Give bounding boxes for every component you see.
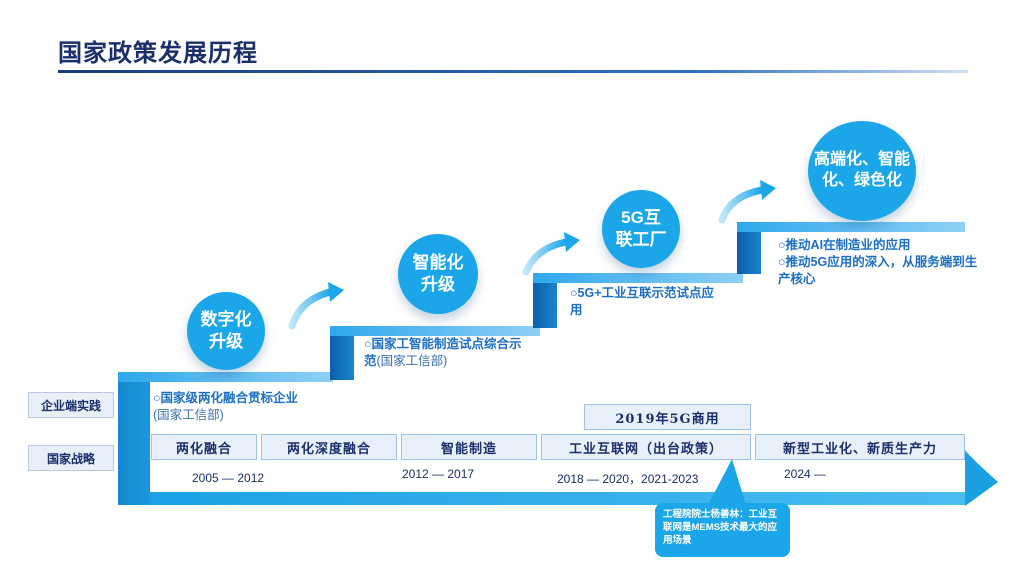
- growth-arrow-2: [522, 238, 570, 276]
- note-two-integration: ○国家级两化融合贯标企业 (国家工信部): [153, 390, 333, 424]
- note-smart-manufacturing: ○国家工智能制造试点综合示范(国家工信部): [364, 336, 534, 370]
- base-left-riser: [118, 378, 150, 505]
- year-range-4: 2024 —: [784, 467, 827, 481]
- callout-pointer: [708, 459, 746, 505]
- step-4-tread: [737, 222, 965, 232]
- side-label-national: 国家战略: [28, 445, 114, 471]
- growth-arrow-3-head: [760, 180, 776, 200]
- timeline-base-band: [118, 378, 995, 505]
- note-4-line-2: ○推动5G应用的深入，从服务端到生产核心: [778, 254, 978, 286]
- stage-box-5: 新型工业化、新质生产力: [755, 434, 965, 460]
- milestone-5g-commercial: 2019年5G商用: [584, 404, 751, 430]
- page-title: 国家政策发展历程: [58, 40, 258, 67]
- step-2-riser: [330, 332, 354, 380]
- stage-circle-digital: 数字化 升级: [187, 292, 265, 370]
- year-range-1: 2005 — 2012: [192, 471, 265, 485]
- stage-circle-high-end-label: 高端化、智能 化、绿色化: [813, 151, 910, 189]
- growth-arrow-2-head: [564, 232, 580, 252]
- growth-arrow-1: [288, 288, 334, 330]
- note-2-sub: (国家工信部): [376, 353, 448, 368]
- growth-arrow-3: [718, 186, 766, 224]
- title-underline: [58, 70, 968, 73]
- stage-box-1: 两化融合: [151, 434, 257, 460]
- stage-circle-intelligent-label: 智能化 升级: [412, 252, 464, 294]
- year-range-2: 2012 — 2017: [402, 467, 475, 481]
- step-2-tread: [330, 326, 540, 336]
- note-4-line-1: ○推动AI在制造业的应用: [778, 238, 911, 252]
- step-1-tread: [118, 372, 333, 382]
- growth-arrow-1-head: [328, 282, 344, 302]
- stage-box-4: 工业互联网（出台政策）: [541, 434, 751, 460]
- timeline-arrow-head: [965, 452, 998, 506]
- stage-circle-5g: 5G互 联工厂: [602, 190, 680, 268]
- stage-circle-5g-label: 5G互 联工厂: [615, 207, 667, 249]
- step-4-riser: [737, 228, 761, 274]
- stage-circle-digital-label: 数字化 升级: [200, 309, 252, 351]
- stage-circle-intelligent: 智能化 升级: [398, 234, 478, 314]
- note-5g-industrial: ○5G+工业互联示范试点应用: [570, 285, 720, 319]
- note-2-main: ○国家工智能制造试点综合示范: [364, 337, 522, 368]
- step-3-riser: [533, 280, 557, 328]
- side-label-enterprise: 企业端实践: [28, 392, 114, 418]
- note-3-main: ○5G+工业互联示范试点应用: [570, 286, 715, 317]
- callout-quote: 工程院院士杨善林：工业互联网是MEMS技术最大的应用场景: [655, 503, 790, 557]
- note-1-main: ○国家级两化融合贯标企业: [153, 391, 299, 405]
- note-ai-5g: ○推动AI在制造业的应用 ○推动5G应用的深入，从服务端到生产核心: [778, 237, 978, 288]
- stage-circle-high-end: 高端化、智能 化、绿色化: [808, 121, 916, 221]
- note-1-sub: (国家工信部): [153, 407, 224, 422]
- stage-box-3: 智能制造: [401, 434, 537, 460]
- step-3-tread: [533, 273, 743, 283]
- year-range-3: 2018 — 2020，2021-2023: [557, 472, 699, 486]
- stage-box-2: 两化深度融合: [261, 434, 397, 460]
